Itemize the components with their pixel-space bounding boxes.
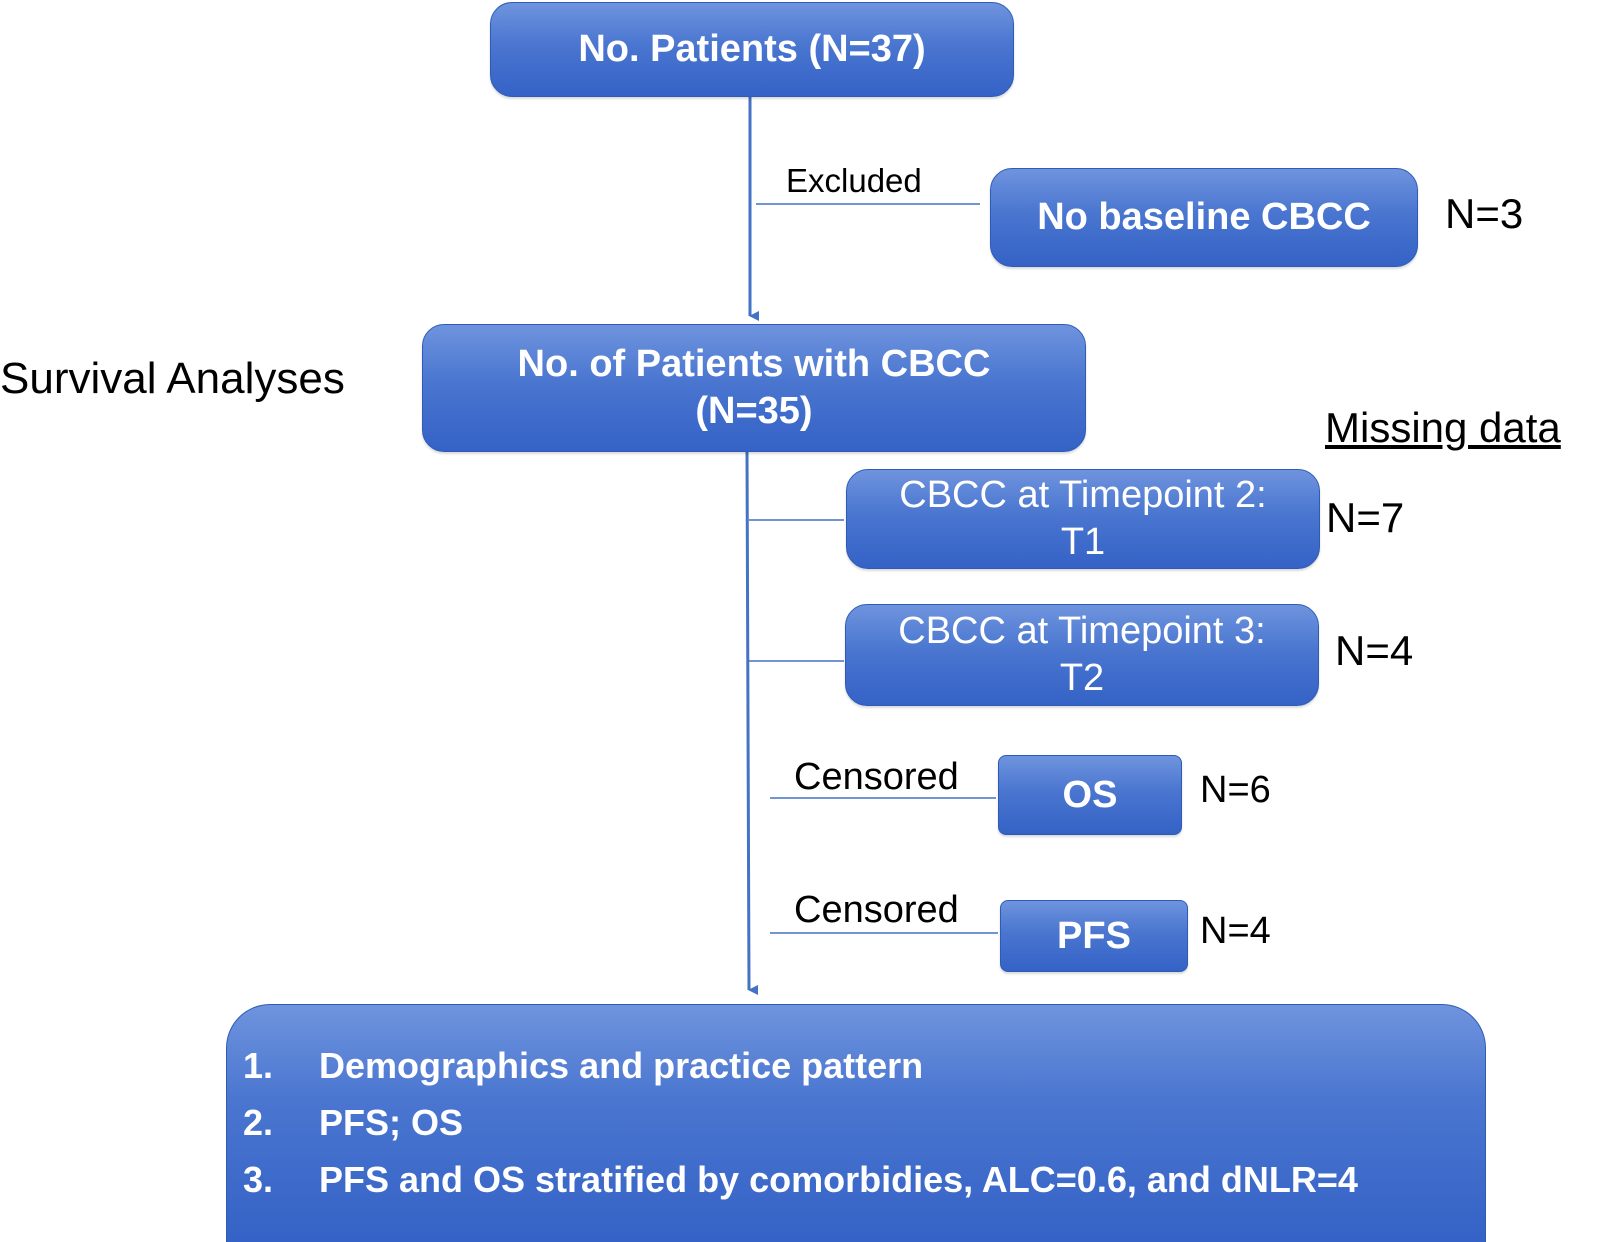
timepoint2-count: N=7 [1326, 494, 1405, 541]
os-censored-label: Censored [794, 756, 959, 798]
outcome-text: Demographics and practice pattern [319, 1045, 924, 1086]
os-label: OS [1062, 773, 1118, 816]
arrow-cbcc-to-outcomes [745, 449, 759, 995]
timepoint2-line2: T1 [1060, 521, 1106, 563]
os-box: OS [998, 755, 1182, 835]
outcome-number: 1. [243, 1045, 274, 1086]
outcome-number: 2. [243, 1102, 274, 1143]
pfs-count: N=4 [1200, 910, 1271, 952]
outcome-item: 1. Demographics and practice pattern [243, 1045, 923, 1087]
no-baseline-cbcc-box: No baseline CBCC [990, 168, 1418, 267]
os-count: N=6 [1200, 769, 1271, 811]
missing-data-heading: Missing data [1325, 404, 1561, 451]
timepoint3-box: CBCC at Timepoint 3: T2 [845, 604, 1319, 706]
timepoint3-line1: CBCC at Timepoint 3: [898, 609, 1266, 652]
excluded-count: N=3 [1445, 190, 1524, 237]
pfs-label: PFS [1057, 914, 1131, 957]
timepoint2-line1: CBCC at Timepoint 2: [899, 473, 1267, 516]
outcome-item: 2. PFS; OS [243, 1102, 463, 1144]
outcomes-box: 1. Demographics and practice pattern 2. … [226, 1004, 1486, 1242]
pfs-box: PFS [1000, 900, 1188, 972]
outcome-item: 3. PFS and OS stratified by comorbidies,… [243, 1159, 1358, 1201]
excluded-edge-label: Excluded [786, 162, 922, 199]
cbcc-patients-box: No. of Patients with CBCC (N=35) [422, 324, 1086, 452]
survival-analyses-label: Survival Analyses [0, 354, 345, 403]
no-baseline-cbcc-label: No baseline CBCC [1037, 196, 1371, 238]
timepoint3-line2: T2 [1059, 657, 1105, 699]
cbcc-patients-line1: No. of Patients with CBCC [517, 342, 991, 385]
outcome-number: 3. [243, 1159, 274, 1200]
outcome-text: PFS and OS stratified by comorbidies, AL… [319, 1159, 1358, 1200]
outcome-text: PFS; OS [319, 1102, 464, 1143]
timepoint3-count: N=4 [1335, 627, 1414, 674]
total-patients-label: No. Patients (N=37) [578, 28, 926, 70]
total-patients-box: No. Patients (N=37) [490, 2, 1014, 97]
pfs-censored-label: Censored [794, 889, 959, 931]
cbcc-patients-line2: (N=35) [695, 390, 813, 432]
timepoint2-box: CBCC at Timepoint 2: T1 [846, 469, 1320, 569]
